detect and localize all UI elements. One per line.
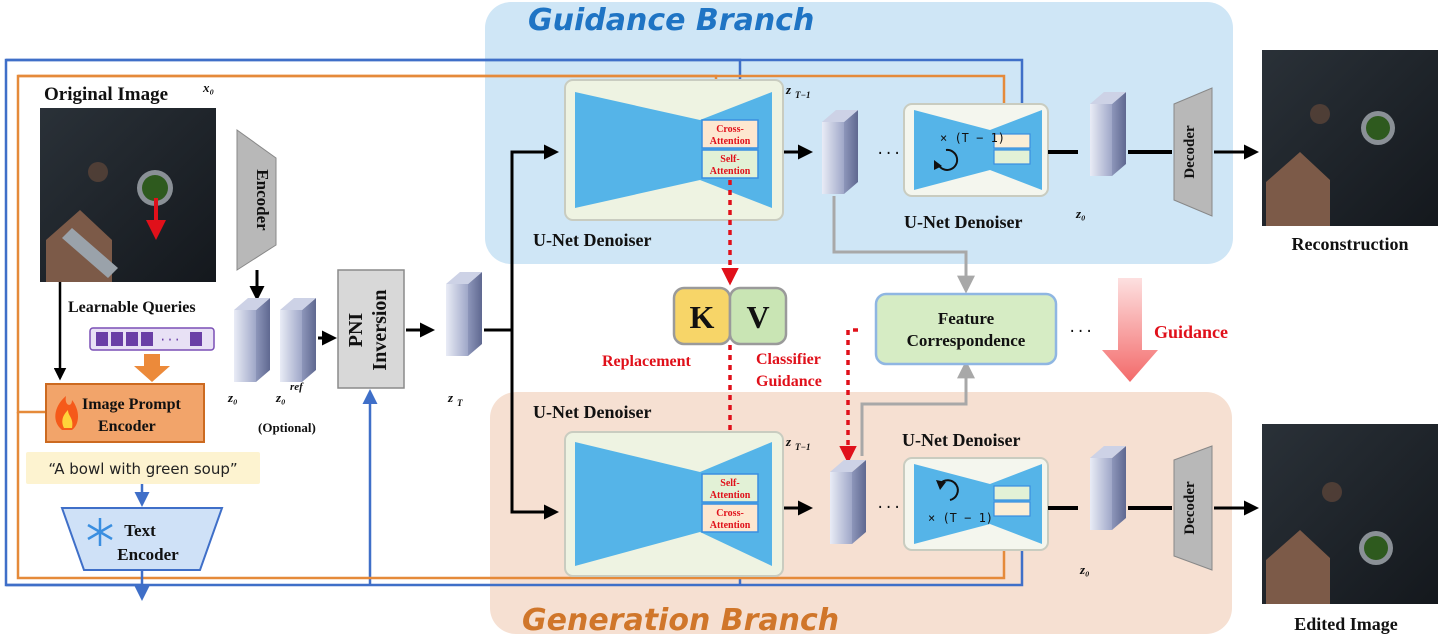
feature-label-2: Correspondence <box>907 331 1026 350</box>
loop-arrow-icon <box>934 148 959 171</box>
gen-z0-label: z₀ <box>1079 562 1090 577</box>
zT-label: z <box>447 390 454 405</box>
optional-label: (Optional) <box>258 420 316 435</box>
guid-latent-z0 <box>1090 92 1126 176</box>
guidance-unet: Cross- Attention Self- Attention <box>564 79 784 221</box>
guid-zT1-label: z <box>785 82 792 97</box>
prompt-box <box>26 452 260 484</box>
image-prompt-encoder-line1: Image Prompt <box>82 396 181 413</box>
guid-ellipsis: ··· <box>876 146 901 162</box>
guidance-label: Guidance <box>1154 322 1228 342</box>
pni-line2: Inversion <box>369 289 391 370</box>
original-image <box>40 108 216 282</box>
encoder-label: Encoder <box>253 169 272 231</box>
z0-label: z₀ <box>227 390 238 405</box>
guid-decoder-label: Decoder <box>1182 125 1198 179</box>
gen-decoder: Decoder <box>1173 445 1213 571</box>
feature-label-1: Feature <box>938 309 995 328</box>
latent-z0 <box>234 298 270 382</box>
cross-attention-2: Attention <box>710 136 751 147</box>
key-label: K <box>690 299 715 335</box>
gen-cross-attention-1: Cross- <box>716 508 744 519</box>
reconstruction-image <box>1262 50 1438 226</box>
gen-zT1-label: z <box>785 434 792 449</box>
queries-ellipsis: ··· <box>159 333 181 347</box>
loop-arrow-icon <box>936 479 959 501</box>
x0-label: x₀ <box>202 80 214 95</box>
latent-zT <box>446 272 482 356</box>
gen-ellipsis: ··· <box>876 500 901 516</box>
replacement-label: Replacement <box>602 353 692 370</box>
gen-latent-z0 <box>1090 446 1126 530</box>
reconstruction-label: Reconstruction <box>1292 234 1409 254</box>
generation-unet: Self- Attention Cross- Attention <box>564 431 784 577</box>
self-attention-2: Attention <box>710 166 751 177</box>
classifier-label-2: Guidance <box>756 373 822 390</box>
value-label: V <box>746 299 769 335</box>
latent-z0-ref <box>280 298 316 382</box>
gen-decoder-label: Decoder <box>1182 481 1198 535</box>
zT-subscript: T <box>457 398 463 408</box>
gen-latent-zT1 <box>830 460 866 544</box>
generation-unet-small: × (T − 1) <box>903 457 1049 551</box>
edited-image <box>1262 424 1438 604</box>
guid-latent-zT1 <box>822 110 858 194</box>
classifier-label-1: Classifier <box>756 351 821 368</box>
generation-unet-label: U-Net Denoiser <box>533 402 651 422</box>
guidance-unet-label: U-Net Denoiser <box>533 230 651 250</box>
guid-decoder: Decoder <box>1173 87 1213 217</box>
learnable-queries-label: Learnable Queries <box>68 299 196 316</box>
pni-inversion-block: PNI Inversion <box>337 269 405 389</box>
snowflake-icon <box>87 518 113 546</box>
guidance-arrow <box>1102 278 1158 382</box>
fire-icon <box>55 396 78 430</box>
original-image-label: Original Image <box>44 84 168 105</box>
gen-repeat-label: × (T − 1) <box>928 511 993 525</box>
z0-ref-label: z₀ <box>275 390 286 405</box>
gen-zT1-sub: T−1 <box>795 442 810 452</box>
guidance-unet-small-label: U-Net Denoiser <box>904 212 1022 232</box>
generation-unet-small-label: U-Net Denoiser <box>902 430 1020 450</box>
image-prompt-encoder-line2: Encoder <box>98 418 156 435</box>
gen-cross-attention-2: Attention <box>710 520 751 531</box>
guid-zT1-sub: T−1 <box>795 90 810 100</box>
queries-arrow <box>134 354 170 382</box>
prompt-text: “A bowl with green soup” <box>48 460 237 478</box>
guidance-branch-title: Guidance Branch <box>528 3 814 38</box>
text-encoder-line2: Encoder <box>117 545 179 564</box>
cross-attention-1: Cross- <box>716 124 744 135</box>
ref-superscript: ref <box>290 381 304 393</box>
edited-image-label: Edited Image <box>1294 614 1398 634</box>
text-encoder-line1: Text <box>124 521 156 540</box>
text-encoder: Text Encoder <box>60 507 224 571</box>
self-attention-1: Self- <box>720 154 739 165</box>
feature-ellipsis: ··· <box>1068 324 1093 340</box>
gen-self-attention-2: Attention <box>710 490 751 501</box>
guid-z0-label: z₀ <box>1075 206 1086 221</box>
gen-self-attention-1: Self- <box>720 478 739 489</box>
feature-correspondence-box <box>874 292 1058 366</box>
value-box <box>728 286 788 346</box>
encoder-block: Encoder <box>236 129 277 271</box>
guidance-unet-small: × (T − 1) <box>903 103 1049 197</box>
image-prompt-encoder: Image Prompt Encoder <box>45 383 205 443</box>
guid-repeat-label: × (T − 1) <box>940 131 1005 145</box>
pni-line1: PNI <box>345 313 367 348</box>
generation-branch-title: Generation Branch <box>522 603 839 637</box>
learnable-queries-bar: ··· <box>89 327 215 351</box>
